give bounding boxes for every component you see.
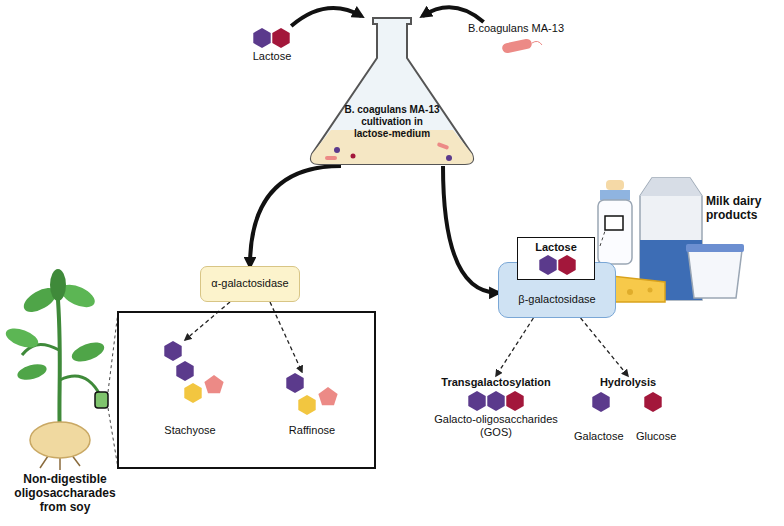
node-text: α-galactosidase	[205, 277, 295, 290]
node-text: Lactose	[520, 241, 592, 254]
molecule-icon	[245, 26, 299, 50]
node-text: Hydrolysis	[578, 376, 678, 389]
node-text: Milk dairy products	[706, 194, 780, 222]
connector-arrow	[496, 318, 533, 376]
enzyme-shape: α-galactosidase	[200, 266, 300, 302]
molecule-icon	[456, 389, 536, 413]
node-text: Transgalactosylation	[428, 376, 564, 389]
molecule-icon	[529, 254, 583, 276]
lactose-box: Lactose	[517, 237, 595, 280]
sugar-label: Galactose	[574, 430, 624, 443]
sugar-label: Glucose	[636, 430, 676, 443]
connector-arrow	[250, 166, 341, 266]
node-text: β-galactosidase	[503, 293, 611, 306]
enzyme-shape: β-galactosidaseLactose	[498, 262, 616, 318]
caption-node: Milk dairy products	[706, 194, 780, 222]
flask-node: B. coagulans MA-13 cultivation in lactos…	[307, 16, 477, 166]
node-text: Non-digestible oligosaccharades from soy	[4, 472, 126, 514]
sugar-node: Stachyose	[140, 340, 240, 437]
connector-arrow	[185, 302, 230, 340]
soy-plant	[3, 269, 118, 470]
bacterium-node: B.coagulans MA-13	[462, 22, 570, 57]
connector-arrow	[423, 7, 484, 22]
node-text: Stachyose	[140, 424, 240, 437]
flask-shape	[307, 16, 477, 166]
molecule-icon	[262, 372, 362, 424]
sugar-node: Raffinose	[262, 372, 362, 437]
node-text: B.coagulans MA-13	[462, 22, 570, 35]
connector-arrow	[581, 318, 628, 376]
product-node: Hydrolysis	[578, 376, 678, 415]
connector-arrow	[291, 8, 361, 26]
node-text: Lactose	[240, 50, 304, 63]
molecule-icon	[140, 340, 240, 424]
node-text: Raffinose	[262, 424, 362, 437]
connector-arrow	[443, 166, 498, 293]
caption-node: Non-digestible oligosaccharades from soy	[4, 472, 126, 514]
lactose-node: Lactose	[240, 26, 304, 63]
molecule-icon	[486, 35, 546, 57]
soy-box	[118, 312, 375, 468]
molecule-icon	[580, 389, 676, 415]
node-text: Galacto-oligosaccharides (GOS)	[428, 413, 564, 439]
product-node: TransgalactosylationGalacto-oligosacchar…	[428, 376, 564, 439]
node-text: B. coagulans MA-13 cultivation in lactos…	[341, 104, 443, 140]
